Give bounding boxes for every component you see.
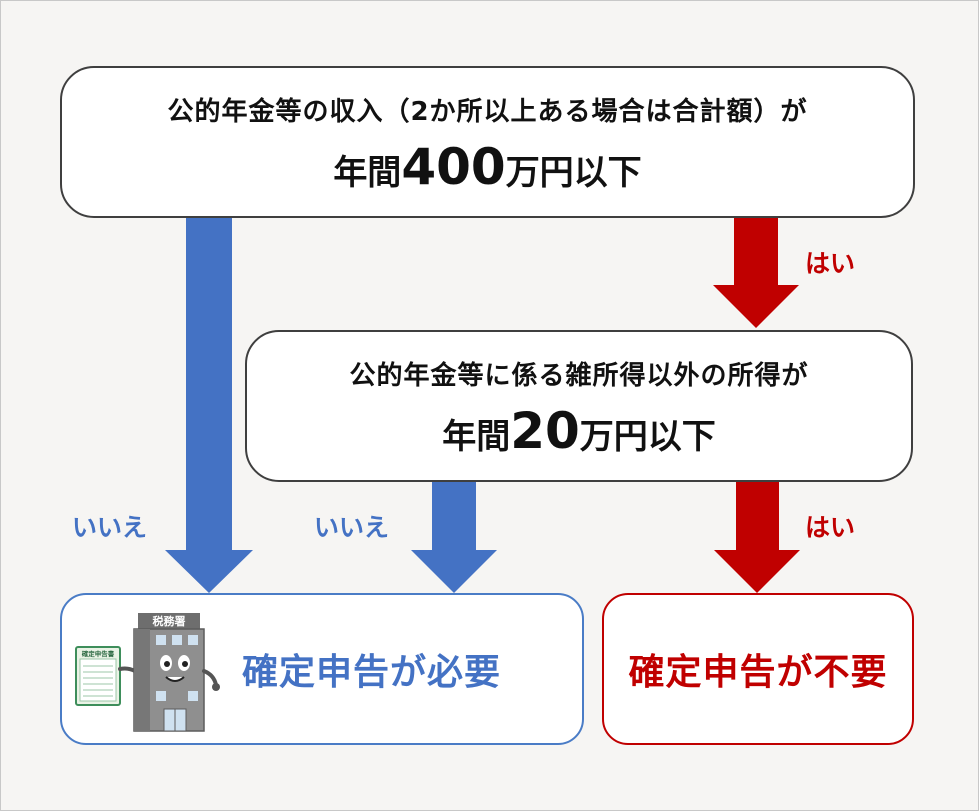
- threshold-2-number: 20: [510, 401, 580, 460]
- label-no-1: いいえ: [72, 513, 148, 542]
- label-no-2: いいえ: [314, 513, 390, 542]
- question-1-text: 公的年金等の収入（2か所以上ある場合は合計額）が: [167, 96, 808, 127]
- question-2-text: 公的年金等に係る雑所得以外の所得が: [349, 360, 809, 391]
- result-not-required-text: 確定申告が不要: [628, 652, 888, 693]
- arrow-no-q1: [165, 218, 253, 593]
- clipboard-title: 確定申告書: [82, 649, 115, 658]
- threshold-2-suffix: 万円以下: [579, 416, 716, 457]
- label-yes-1: はい: [805, 249, 856, 278]
- arrow-no-q2: [411, 482, 497, 593]
- threshold-2-prefix: 年間: [442, 416, 511, 457]
- threshold-1-suffix: 万円以下: [505, 152, 642, 193]
- result-required-text: 確定申告が必要: [242, 652, 502, 693]
- result-required-box: 確定申告書 税務署 確定申告が必要: [60, 593, 584, 745]
- building-sign: 税務署: [153, 614, 186, 628]
- arrow-yes-q1: [713, 218, 799, 328]
- label-yes-2: はい: [805, 513, 856, 542]
- result-not-required-box: 確定申告が不要: [602, 593, 914, 745]
- tax-office-building-icon: 確定申告書 税務署: [75, 613, 220, 732]
- threshold-1-number: 400: [401, 137, 506, 196]
- threshold-1-prefix: 年間: [333, 152, 402, 193]
- arrow-yes-q2: [714, 482, 800, 593]
